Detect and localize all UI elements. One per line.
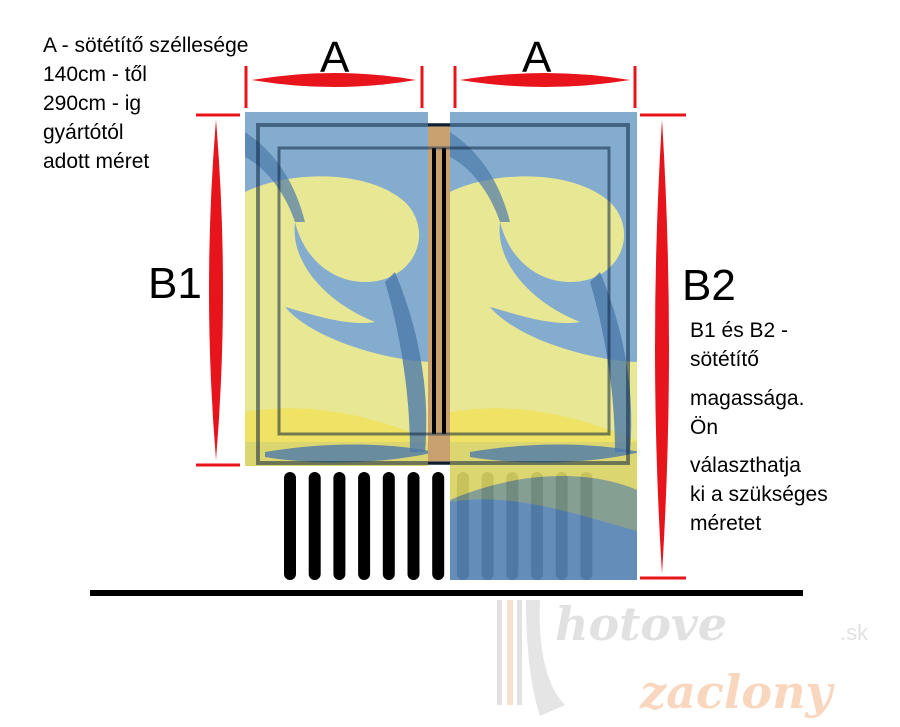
watermark-line1: hotove — [555, 597, 727, 651]
radiator-fin — [432, 472, 445, 580]
height-note-line: magassága. — [690, 387, 804, 410]
radiator-fin — [407, 472, 420, 580]
radiator-fin — [308, 472, 321, 580]
width-note-line: 140cm - től — [43, 63, 147, 86]
height-note: B1 és B2 - sötétítő magassága. Ön válasz… — [690, 319, 828, 535]
watermark-logo: hotove zaclony .sk — [497, 597, 869, 719]
width-note-line: A - sötétítő széllesége — [43, 34, 248, 57]
height-note-line: B1 és B2 - — [690, 319, 788, 342]
width-note-line: gyártótól — [43, 121, 124, 144]
label-a-left: A — [320, 33, 350, 82]
height-note-line: Ön — [690, 416, 718, 439]
radiator-fin — [358, 472, 371, 580]
height-note-line: ki a szükséges — [690, 483, 828, 506]
label-b1: B1 — [148, 259, 202, 308]
watermark-suffix: .sk — [840, 620, 869, 645]
window-mullion — [428, 126, 450, 462]
watermark-line2: zaclony — [639, 665, 836, 719]
label-a-right: A — [522, 33, 552, 82]
radiator-fin — [284, 472, 296, 580]
height-note-line: választhatja — [690, 454, 801, 477]
dimension-b2 — [640, 113, 686, 580]
radiator-fin — [382, 472, 395, 580]
height-note-line: sötétítő — [690, 348, 759, 371]
height-note-line: méretet — [690, 512, 761, 535]
radiator-fin — [333, 472, 346, 580]
dimension-a-left — [244, 66, 424, 108]
label-b2: B2 — [682, 261, 736, 310]
dimension-a-right — [453, 66, 637, 108]
width-note-line: adott méret — [43, 150, 149, 173]
dimension-b1 — [196, 113, 240, 467]
width-note-line: 290cm - ig — [43, 92, 141, 115]
width-note: A - sötétítő széllesége 140cm - től 290c… — [43, 34, 248, 173]
right-curtain — [450, 112, 637, 580]
floor-line — [90, 590, 803, 596]
